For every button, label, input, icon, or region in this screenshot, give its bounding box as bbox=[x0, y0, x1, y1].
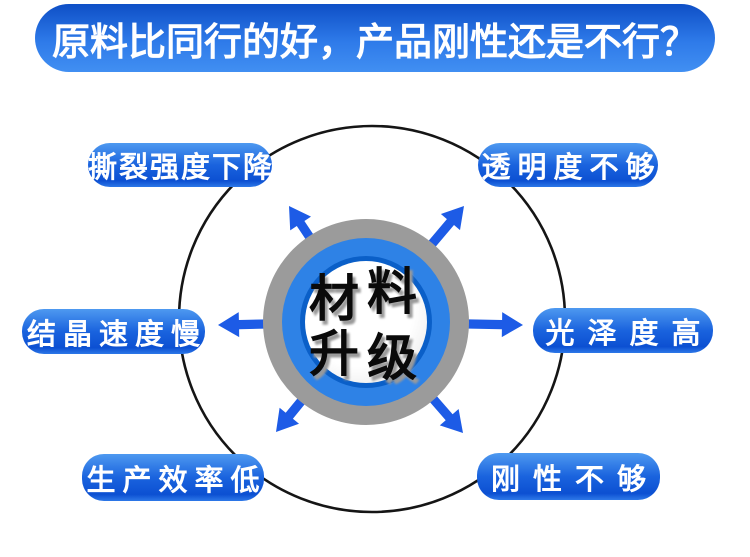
hub-char-4: 级 bbox=[367, 329, 417, 387]
label-production-efficiency: 生产效率低 bbox=[82, 454, 264, 501]
label-rigidity-text: 刚性不够 bbox=[490, 461, 659, 496]
label-crystallization-text: 结晶速度慢 bbox=[27, 316, 208, 351]
hub-title: 材 料 升 级 bbox=[306, 264, 420, 386]
hub-char-1: 材 bbox=[309, 270, 359, 328]
hub-char-2: 料 bbox=[367, 263, 417, 321]
label-tear-strength-text: 撕裂强度下降 bbox=[88, 150, 275, 184]
hub-char-3: 升 bbox=[309, 325, 359, 383]
label-rigidity: 刚性不够 bbox=[477, 453, 660, 500]
label-transparency-text: 透明度不够 bbox=[481, 150, 662, 184]
label-tear-strength: 撕裂强度下降 bbox=[88, 143, 272, 187]
label-gloss: 光泽度高 bbox=[533, 308, 713, 353]
headline-banner: 原料比同行的好，产品刚性还是不行？ bbox=[35, 4, 715, 72]
label-production-efficiency-text: 生产效率低 bbox=[86, 462, 267, 497]
label-crystallization: 结晶速度慢 bbox=[22, 309, 205, 354]
hub-core bbox=[305, 261, 427, 383]
arrow-left bbox=[218, 312, 282, 338]
arrow-right bbox=[450, 312, 523, 338]
label-gloss-text: 光泽度高 bbox=[545, 315, 714, 350]
headline-text: 原料比同行的好，产品刚性还是不行？ bbox=[51, 19, 698, 64]
label-transparency: 透明度不够 bbox=[478, 143, 658, 187]
